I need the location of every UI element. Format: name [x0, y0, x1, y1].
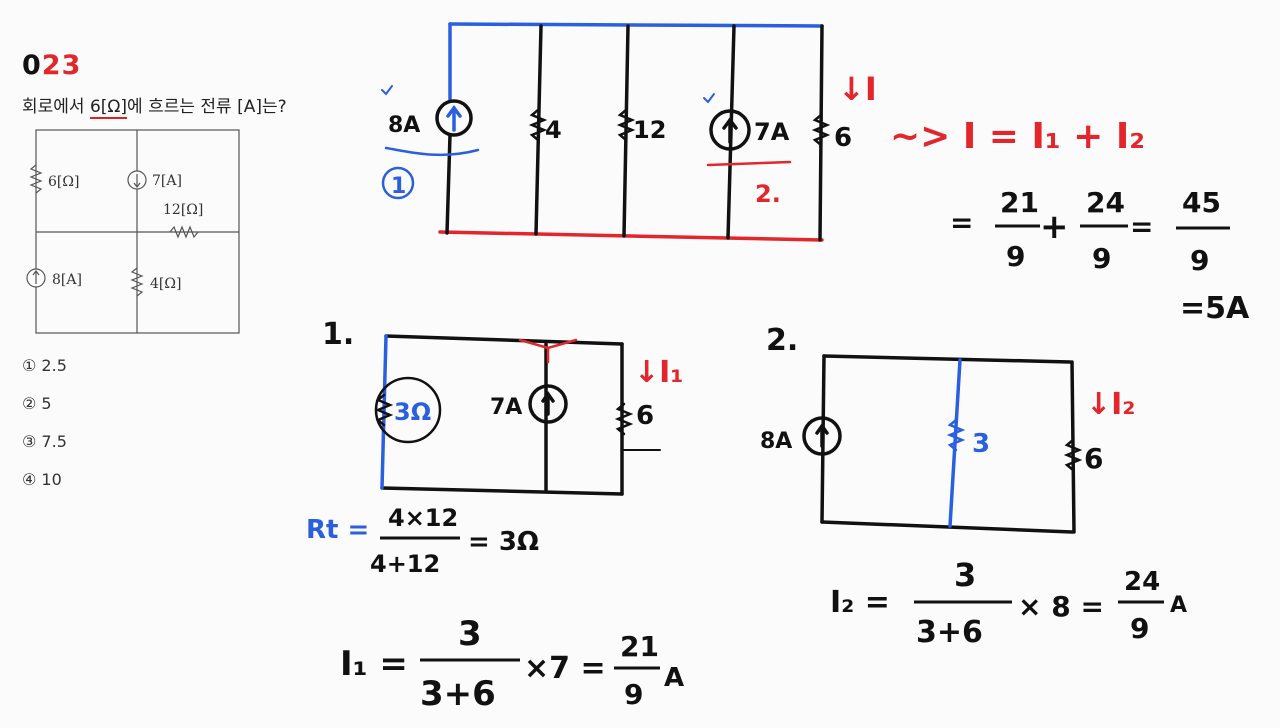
- hand-sub1-i1-unit: A: [664, 663, 684, 693]
- hand-sub1-title: 1.: [322, 317, 354, 352]
- hand-sub1-rt-eq: Rt =: [306, 515, 369, 545]
- hand-top-result: =5A: [1180, 291, 1250, 326]
- hand-top-circle1: 1: [391, 174, 406, 199]
- hand-sub1-label-I1: ↓I₁: [634, 355, 683, 390]
- resistor-6-symbol: [29, 164, 43, 194]
- hand-sub1-rt-res: = 3Ω: [468, 527, 539, 557]
- question-text: 회로에서 6[Ω]에 흐르는 전류 [A]는?: [22, 97, 287, 119]
- hand-sub2-i2-num: 3: [954, 556, 976, 594]
- hand-sub1-i1-lhs: I₁ =: [340, 644, 408, 684]
- hand-top-plus: +: [1040, 207, 1069, 247]
- hand-sub1-rt-den: 4+12: [370, 550, 440, 578]
- hand-top-src7: 7A: [754, 118, 790, 146]
- hand-top-r4: 4: [545, 116, 562, 144]
- hand-sub2-r3: 3: [972, 429, 990, 459]
- hand-top-f2-den: 9: [1092, 242, 1111, 275]
- hand-sub2-title: 2.: [766, 323, 798, 358]
- resistor-4-symbol: [130, 267, 144, 297]
- resistor-12-symbol: [169, 225, 199, 239]
- hand-top-f1-num: 21: [1000, 186, 1039, 219]
- hand-sub2-i2-den: 3+6: [916, 615, 983, 650]
- hand-sub2-src8: 8A: [760, 429, 792, 454]
- hand-top-label2: 2.: [755, 180, 781, 208]
- hand-sub1-i1-rden: 9: [624, 678, 643, 711]
- hand-sub1-i1-rnum: 21: [620, 630, 659, 663]
- hand-top-f3-num: 45: [1182, 186, 1221, 219]
- choice-1[interactable]: ① 2.5: [22, 356, 67, 375]
- answer-choices: ① 2.5 ② 5 ③ 7.5 ④ 10: [22, 356, 67, 508]
- hand-sub1-i1-rest: ×7 =: [524, 651, 606, 686]
- label-r6: 6[Ω]: [48, 174, 79, 190]
- label-i7: 7[A]: [152, 173, 182, 189]
- label-r12: 12[Ω]: [163, 202, 203, 218]
- hand-top-eq2: =: [1130, 210, 1153, 243]
- choice-2[interactable]: ② 5: [22, 394, 52, 413]
- hand-sub1-i1-num: 3: [458, 614, 482, 654]
- hand-top-f3-den: 9: [1190, 244, 1209, 277]
- hand-sub1-src7: 7A: [490, 395, 522, 420]
- hand-circuit-2: [802, 354, 1083, 534]
- hand-circuit-1: [374, 334, 661, 496]
- choice-3[interactable]: ③ 7.5: [22, 432, 67, 451]
- hand-sub2-i2-rest: × 8 =: [1018, 590, 1104, 623]
- hand-top-sum-eq: =: [950, 206, 973, 239]
- choice-4[interactable]: ④ 10: [22, 470, 62, 489]
- hand-top-src8: 8A: [388, 113, 420, 138]
- hand-sub2-label-I2: ↓I₂: [1086, 387, 1135, 422]
- label-i8: 8[A]: [52, 272, 82, 288]
- hand-top-r12: 12: [633, 116, 666, 144]
- hand-sub2-r6: 6: [1084, 442, 1103, 475]
- hand-top-label-I: ↓I: [838, 70, 877, 108]
- hand-sub2-i2-rnum: 24: [1124, 567, 1160, 597]
- hand-top-eq: ~> I = I₁ + I₂: [890, 116, 1145, 157]
- underlined-resistor: 6[Ω]: [89, 97, 128, 119]
- hand-sub1-r6: 6: [636, 401, 654, 431]
- hand-sub2-i2-lhs: I₂ =: [830, 585, 890, 620]
- question-number: 023: [22, 50, 82, 81]
- hand-top-f1-den: 9: [1006, 240, 1025, 273]
- hand-sub1-rt-label: 3Ω: [394, 398, 431, 426]
- hand-top-f2-num: 24: [1086, 186, 1125, 219]
- hand-sub1-i1-den: 3+6: [420, 674, 496, 714]
- hand-sub2-i2-rden: 9: [1130, 612, 1149, 645]
- hand-top-r6: 6: [834, 123, 852, 153]
- hand-circuit-top: [381, 22, 831, 242]
- hand-sub1-rt-num: 4×12: [388, 504, 458, 532]
- printed-circuit: [26, 129, 240, 334]
- label-r4: 4[Ω]: [150, 276, 181, 292]
- hand-sub2-i2-unit: A: [1170, 593, 1187, 618]
